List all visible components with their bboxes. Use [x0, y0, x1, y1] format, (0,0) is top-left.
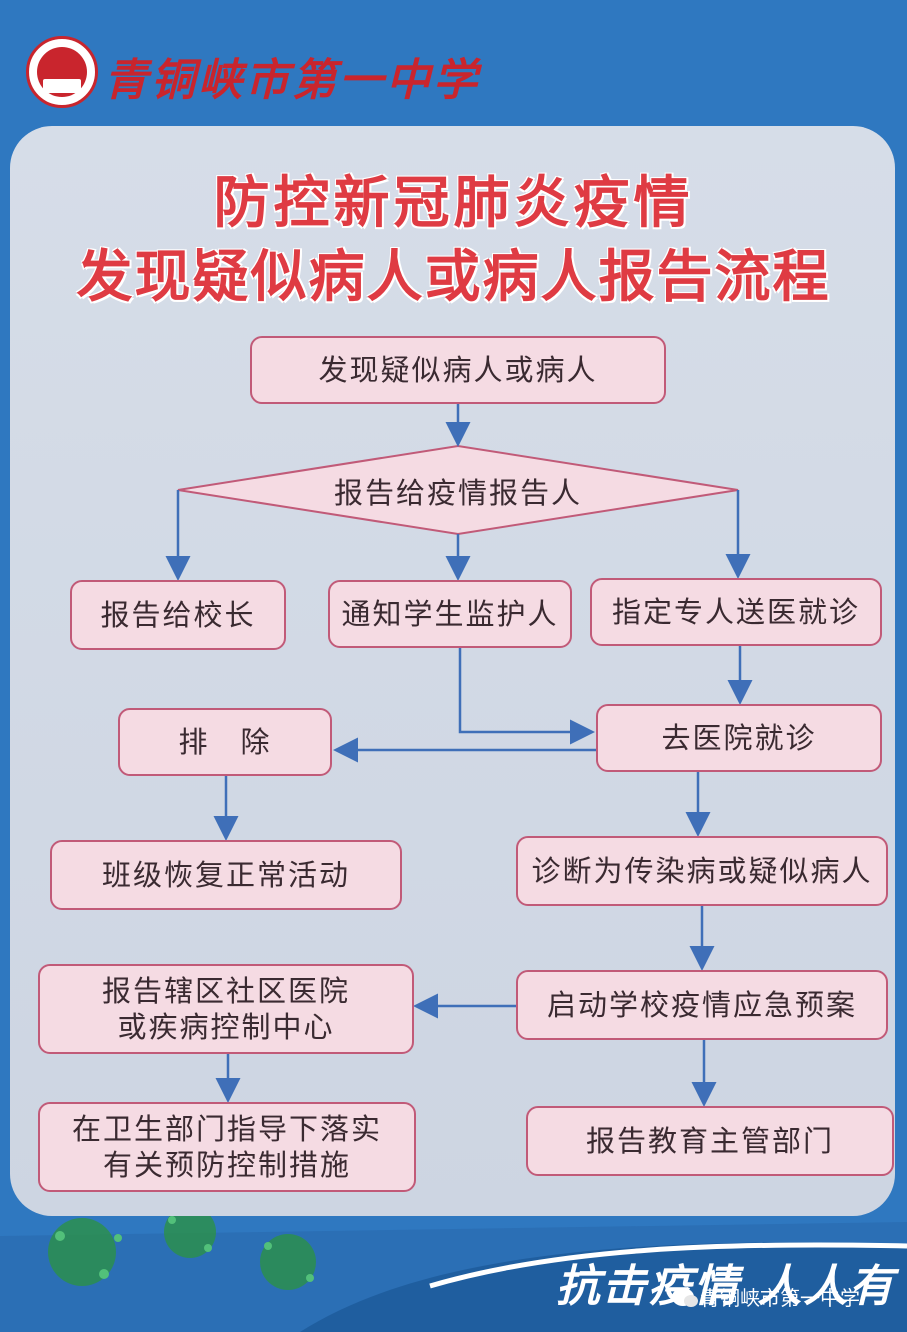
node-resume: 班级恢复正常活动 — [50, 840, 402, 910]
title-line-2: 发现疑似病人或病人报告流程 — [76, 244, 831, 310]
node-report-cdc-line-2: 或疾病控制中心 — [117, 1010, 335, 1044]
wechat-icon — [672, 1287, 698, 1307]
node-report-cdc: 报告辖区社区医院 或疾病控制中心 — [38, 964, 414, 1054]
node-measures-line-1: 在卫生部门指导下落实 — [71, 1111, 382, 1146]
node-report-cdc-line-1: 报告辖区社区医院 — [101, 973, 350, 1008]
node-measures-line-2: 有关预防控制措施 — [102, 1148, 351, 1182]
node-edu-dept: 报告教育主管部门 — [526, 1106, 894, 1176]
node-hospital: 去医院就诊 — [596, 704, 882, 772]
virus-icon — [48, 1216, 316, 1290]
school-logo-icon — [26, 36, 98, 108]
slogan: 抗击疫情 人人有 — [556, 1261, 896, 1312]
title-line-1: 防控新冠肺炎疫情 — [213, 170, 694, 236]
node-guardian: 通知学生监护人 — [328, 580, 572, 648]
node-decision-label: 报告给疫情报告人 — [333, 476, 582, 510]
node-principal: 报告给校长 — [70, 580, 286, 650]
node-emergency: 启动学校疫情应急预案 — [516, 970, 888, 1040]
watermark: 青铜峡市第一中学 — [672, 1282, 860, 1311]
watermark-text: 青铜峡市第一中学 — [700, 1286, 860, 1310]
node-start: 发现疑似病人或病人 — [250, 336, 666, 404]
node-exclude: 排 除 — [118, 708, 332, 776]
school-name: 青铜峡市第一中学 — [104, 55, 480, 106]
node-measures: 在卫生部门指导下落实 有关预防控制措施 — [38, 1102, 416, 1192]
node-diagnosed: 诊断为传染病或疑似病人 — [516, 836, 888, 906]
node-escort: 指定专人送医就诊 — [590, 578, 882, 646]
header: 青铜峡市第一中学 — [0, 0, 907, 120]
